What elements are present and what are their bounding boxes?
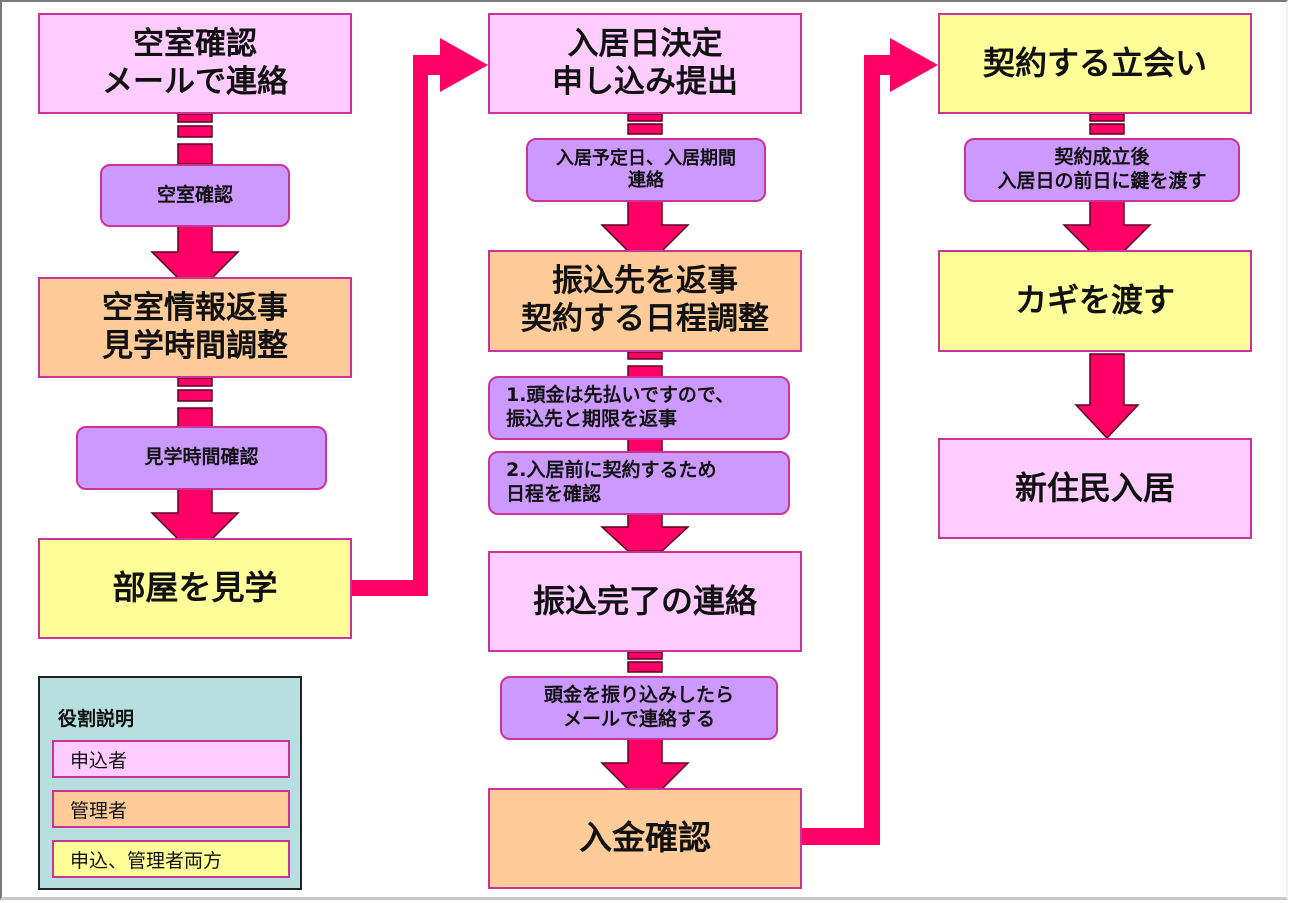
note-contract-before-move-in: 2.入居前に契約するため 日程を確認: [488, 451, 790, 515]
elbow-arrow-col2-to-col3: [802, 38, 938, 845]
dash-connector: [177, 143, 213, 165]
dash-connector: [1089, 123, 1125, 135]
step-transfer-reply-contract-schedule: 振込先を返事 契約する日程調整: [488, 250, 802, 352]
dash-connector: [1089, 113, 1125, 122]
note-email-after-deposit: 頭金を振り込みしたら メールで連絡する: [500, 676, 778, 740]
legend: 役割説明 申込者 管理者 申込、管理者両方: [38, 676, 302, 890]
note-key-handover-timing: 契約成立後 入居日の前日に鍵を渡す: [964, 138, 1240, 202]
note-move-in-date-period: 入居予定日、入居期間 連絡: [526, 138, 766, 202]
dash-connector: [177, 407, 213, 429]
dash-connector: [177, 389, 213, 402]
step-room-viewing: 部屋を見学: [38, 538, 352, 639]
step-vacancy-reply-schedule-viewing: 空室情報返事 見学時間調整: [38, 277, 352, 378]
dash-connector: [627, 351, 663, 360]
step-transfer-complete-notice: 振込完了の連絡: [488, 551, 802, 652]
legend-item-applicant: 申込者: [52, 740, 290, 778]
note-deposit-prepay: 1.頭金は先払いですので、 振込先と期限を返事: [488, 376, 790, 440]
dash-connector: [177, 113, 213, 123]
elbow-arrow-col1-to-col2: [352, 38, 488, 596]
step-key-handover: カギを渡す: [938, 250, 1252, 352]
down-arrow: [150, 225, 240, 279]
down-arrow: [150, 488, 240, 540]
down-arrow: [1074, 353, 1140, 440]
dash-connector: [627, 437, 663, 453]
step-new-resident-move-in: 新住民入居: [938, 438, 1252, 539]
dash-connector: [627, 651, 663, 660]
note-viewing-time-confirm: 見学時間確認: [76, 426, 327, 490]
legend-item-manager: 管理者: [52, 790, 290, 828]
note-vacancy-check: 空室確認: [100, 164, 290, 227]
dash-connector: [627, 113, 663, 122]
step-move-in-date-application: 入居日決定 申し込み提出: [488, 13, 802, 114]
dash-connector: [627, 123, 663, 135]
down-arrow: [600, 513, 690, 552]
down-arrow: [600, 200, 690, 252]
dash-connector: [627, 661, 663, 673]
step-contract-meeting: 契約する立会い: [938, 13, 1252, 114]
down-arrow: [1062, 200, 1152, 252]
dash-connector: [177, 377, 213, 387]
step-vacancy-check-email: 空室確認 メールで連絡: [38, 13, 352, 114]
legend-title: 役割説明: [58, 708, 135, 730]
dash-connector: [177, 125, 213, 138]
legend-item-both: 申込、管理者両方: [52, 840, 290, 878]
down-arrow: [600, 738, 690, 790]
step-payment-confirmation: 入金確認: [488, 788, 802, 889]
